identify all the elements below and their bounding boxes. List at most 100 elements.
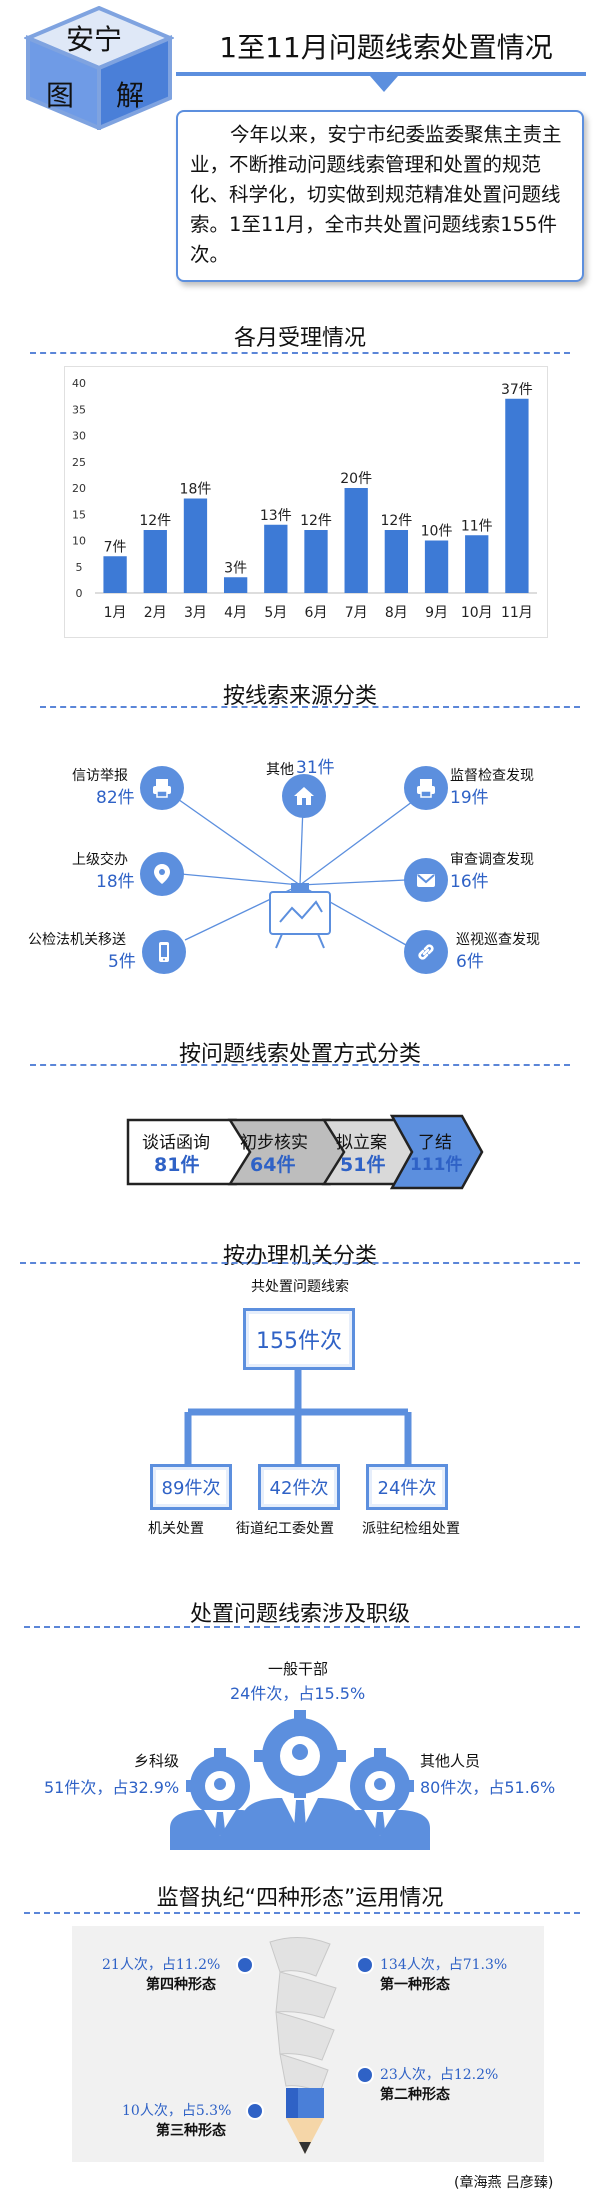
source-bubble-xinfang — [140, 766, 184, 810]
source-value-gongjianfa: 5件 — [108, 952, 136, 972]
method-value-lian: 51件 — [340, 1154, 386, 1176]
phone-icon — [159, 942, 169, 962]
form-dot-1 — [356, 1956, 374, 1974]
intro-box — [176, 110, 584, 282]
form-value-4: 21人次，占11.2% — [102, 1957, 221, 1973]
agencies-tree-lines — [184, 1368, 412, 1466]
method-label-lian: 拟立案 — [336, 1133, 387, 1153]
bar-data-label: 18件 — [180, 482, 212, 498]
x-tick-label: 1月 — [104, 605, 127, 621]
form-value-2: 23人次，占12.2% — [380, 2067, 499, 2083]
method-label-liaojie: 了结 — [418, 1133, 452, 1153]
agency-label-paizhu: 派驻纪检组处置 — [362, 1521, 460, 1537]
bar — [103, 556, 127, 593]
bar-data-label: 3件 — [224, 560, 247, 576]
agency-box-jiedao: 42件次 — [258, 1464, 340, 1510]
x-tick-label: 5月 — [264, 605, 287, 621]
intro-text: 今年以来，安宁市纪委监委聚焦主责主业，不断推动问题线索管理和处置的规范化、科学化… — [190, 123, 562, 266]
source-bubble-shangji — [140, 852, 184, 896]
x-tick-label: 6月 — [305, 605, 328, 621]
y-tick-label: 10 — [72, 535, 86, 548]
printer-icon — [153, 779, 171, 798]
source-value-shencha: 16件 — [450, 872, 489, 892]
sources-divider — [40, 706, 580, 708]
bar — [183, 498, 208, 593]
form-name-3: 第三种形态 — [156, 2123, 226, 2139]
form-value-1: 134人次，占71.3% — [380, 1957, 508, 1973]
forms-title: 监督执纪“四种形态”运用情况 — [156, 1886, 444, 1911]
page-title: 1至11月问题线索处置情况 — [219, 31, 553, 64]
bar — [344, 488, 368, 593]
levels-divider — [24, 1626, 580, 1628]
bar-data-label: 10件 — [421, 524, 453, 540]
source-label-xinfang: 信访举报 — [72, 768, 128, 784]
source-bubble-jiandu — [404, 766, 448, 810]
agency-value-jiguan: 89件次 — [161, 1478, 221, 1499]
source-value-xunshi: 6件 — [456, 952, 484, 972]
title-bar-line — [176, 72, 586, 76]
location-pin-icon — [154, 864, 170, 884]
agency-value-jiedao: 42件次 — [269, 1478, 329, 1499]
link-icon — [418, 944, 434, 960]
logo-text-left: 图 — [46, 79, 75, 112]
level-label-general: 一般干部 — [268, 1660, 329, 1678]
x-tick-label: 3月 — [184, 605, 207, 621]
credit: (章海燕 吕彦臻) — [454, 2175, 554, 2191]
agencies-divider — [20, 1262, 580, 1264]
pencil-ribbon-illustration — [269, 1937, 337, 2154]
x-tick-label: 8月 — [385, 605, 408, 621]
y-tick-label: 30 — [72, 430, 86, 443]
logo-text-top: 安宁 — [66, 23, 123, 56]
y-tick-label: 15 — [72, 508, 86, 521]
source-value-jiandu: 19件 — [450, 788, 489, 808]
agencies-root-box: 155件次 — [243, 1308, 355, 1370]
logo-text-right: 解 — [116, 79, 145, 112]
form-dot-3 — [246, 2102, 264, 2120]
source-label-jiandu: 监督检查发现 — [450, 768, 534, 784]
methods-title: 按问题线索处置方式分类 — [178, 1042, 421, 1067]
bar — [505, 398, 529, 593]
home-icon — [294, 787, 314, 805]
level-label-others: 其他人员 — [420, 1752, 481, 1770]
x-tick-label: 2月 — [144, 605, 167, 621]
level-label-township: 乡科级 — [134, 1752, 180, 1770]
people-gears-illustration — [170, 1710, 430, 1850]
envelope-icon — [417, 874, 435, 887]
monthly-title: 各月受理情况 — [233, 326, 366, 351]
source-label-shencha: 审查调查发现 — [450, 852, 534, 868]
y-tick-label: 35 — [72, 403, 86, 416]
bar — [223, 577, 248, 593]
method-label-tanhua: 谈话函询 — [142, 1133, 210, 1153]
methods-chevrons — [126, 1114, 484, 1190]
source-label-xunshi: 巡视巡查发现 — [456, 932, 540, 948]
methods-divider — [30, 1064, 570, 1066]
agency-label-jiedao: 街道纪工委处置 — [236, 1521, 334, 1537]
source-bubble-shencha — [404, 858, 448, 902]
bar — [264, 524, 288, 593]
bar — [304, 530, 328, 593]
levels-title: 处置问题线索涉及职级 — [189, 1602, 410, 1627]
agency-box-paizhu: 24件次 — [366, 1464, 448, 1510]
forms-divider — [24, 1912, 580, 1914]
bar-data-label: 37件 — [501, 382, 533, 398]
bar — [143, 530, 167, 593]
bar-data-label: 20件 — [340, 471, 372, 487]
monthly-bar-chart: 05101520253035407件1月12件2月18件3月3件4月13件5月1… — [72, 377, 537, 621]
printer-icon — [417, 779, 435, 798]
source-bubble-other — [282, 774, 326, 818]
method-value-tanhua: 81件 — [154, 1154, 200, 1176]
method-value-chubu: 64件 — [250, 1154, 296, 1176]
agencies-root-value: 155件次 — [256, 1329, 342, 1354]
agencies-title: 按办理机关分类 — [222, 1244, 377, 1269]
method-label-chubu: 初步核实 — [240, 1133, 308, 1153]
bar-data-label: 7件 — [104, 539, 127, 555]
bar — [424, 540, 449, 593]
y-tick-label: 25 — [72, 456, 86, 469]
monthly-divider — [30, 352, 570, 354]
bar-data-label: 13件 — [260, 508, 292, 524]
bar — [465, 535, 489, 593]
source-label-other: 其他 — [266, 762, 294, 778]
bar-data-label: 12件 — [139, 513, 171, 529]
bar-data-label: 11件 — [461, 518, 493, 534]
source-bubble-gongjianfa — [142, 930, 186, 974]
